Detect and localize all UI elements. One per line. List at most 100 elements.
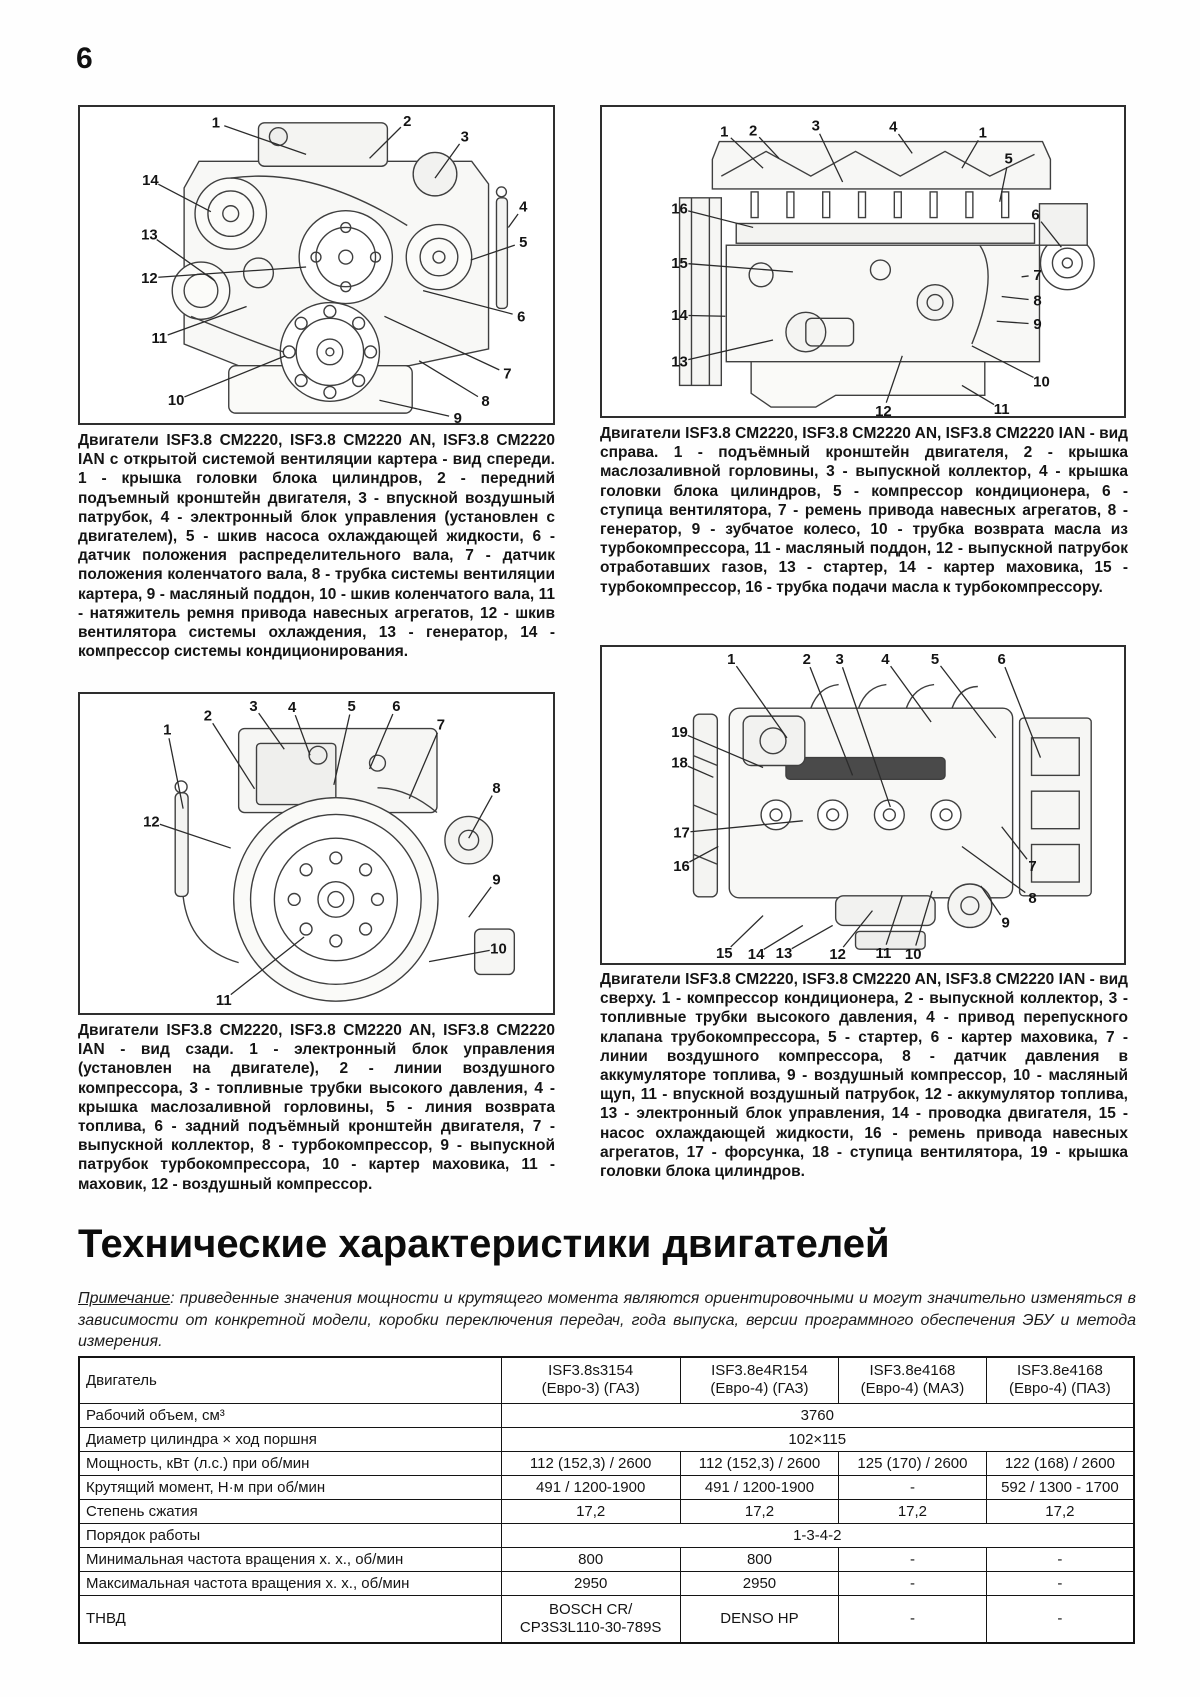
row-value: BOSCH CR/ CP3S3L110-30-789S: [500, 1594, 681, 1644]
engine-drawing-rear: [174, 727, 516, 1002]
callout-number: 14: [671, 308, 688, 324]
callout-number: 12: [829, 947, 846, 963]
table-row: Максимальная частота вращения х. х., об/…: [78, 1570, 1135, 1596]
engine-model: ISF3.8e4R154: [711, 1362, 808, 1380]
callout-number: 2: [403, 114, 411, 130]
callout-leader-line: [735, 665, 788, 739]
row-label: ТНВД: [78, 1594, 502, 1644]
table-row: Порядок работы 1-3-4-2: [78, 1522, 1135, 1548]
callout-number: 15: [671, 256, 688, 272]
callout-leader-line: [258, 712, 285, 750]
callout-leader-line: [841, 667, 891, 808]
callout-leader-line: [961, 845, 1026, 894]
table-row: Мощность, кВт (л.с.) при об/мин 112 (152…: [78, 1450, 1135, 1476]
callout-leader-line: [408, 732, 439, 799]
callout-leader-line: [1004, 666, 1042, 758]
callout-leader-line: [885, 895, 903, 945]
callout-leader-line: [368, 713, 394, 770]
row-value: -: [985, 1546, 1135, 1572]
callout-leader-line: [212, 722, 256, 790]
callout-number: 3: [461, 130, 469, 146]
row-value: -: [985, 1594, 1135, 1644]
callout-leader-line: [890, 665, 932, 723]
callout-leader-line: [730, 915, 764, 948]
engine-column-4: ISF3.8e4168 (Евро-4) (ПАЗ): [985, 1356, 1135, 1404]
callout-leader-line: [158, 183, 212, 213]
engine-model: ISF3.8e4168: [869, 1362, 956, 1380]
row-value: 17,2: [500, 1498, 681, 1524]
callout-leader-line: [168, 738, 184, 809]
row-value: DENSO HP: [679, 1594, 840, 1644]
fan-pulley: [298, 209, 394, 305]
table-row: Крутящий момент, Н·м при об/мин 491 / 12…: [78, 1474, 1135, 1500]
engine-model: ISF3.8e4168: [1016, 1362, 1103, 1380]
callout-number: 8: [492, 781, 500, 797]
ac-compressor: [194, 177, 268, 250]
callout-number: 12: [141, 271, 158, 287]
callout-leader-line: [422, 290, 513, 315]
callout-leader-line: [428, 949, 490, 963]
callout-number: 2: [803, 652, 811, 668]
callout-leader-line: [1001, 826, 1028, 860]
fan: [692, 713, 719, 898]
callout-number: 12: [875, 404, 892, 416]
starter-top: [947, 883, 993, 929]
engine-spec: (Евро-4) (МАЗ): [860, 1380, 965, 1398]
callout-leader-line: [842, 910, 873, 948]
row-label: Максимальная частота вращения х. х., об/…: [78, 1570, 502, 1596]
callout-leader-line: [996, 320, 1029, 325]
callout-leader-line: [961, 384, 995, 406]
callout-leader-line: [687, 765, 714, 778]
engine-drawing-right: [678, 140, 1095, 408]
callout-leader-line: [885, 355, 903, 403]
callout-leader-line: [688, 263, 793, 273]
callout-number: 9: [1002, 915, 1010, 931]
spec-table: Двигатель ISF3.8s3154 (Евро-3) (ГАЗ) ISF…: [78, 1356, 1135, 1644]
callout-number: 15: [716, 946, 733, 962]
row-value: 112 (152,3) / 2600: [500, 1450, 681, 1476]
table-row: ТНВД BOSCH CR/ CP3S3L110-30-789S DENSO H…: [78, 1594, 1135, 1644]
tnvd-line2: CP3S3L110-30-789S: [519, 1618, 662, 1636]
callout-number: 2: [749, 124, 757, 140]
callout-number: 4: [881, 652, 890, 668]
callout-number: 8: [481, 394, 489, 410]
section-title: Технические характеристики двигателей: [78, 1222, 890, 1266]
callout-leader-line: [230, 936, 305, 996]
callout-leader-line: [819, 133, 844, 183]
header-label: Двигатель: [78, 1356, 502, 1404]
callout-number: 11: [875, 946, 891, 962]
figure-caption-rear: Двигатели ISF3.8 CM2220, ISF3.8 CM2220 A…: [78, 1022, 555, 1193]
row-value: 592 / 1300 - 1700: [985, 1474, 1135, 1500]
row-value-span: 102×115: [500, 1426, 1135, 1452]
callout-number: 4: [889, 120, 898, 136]
turbocharger-rear: [444, 815, 494, 865]
figure-caption-top: Двигатели ISF3.8 CM2220, ISF3.8 CM2220 A…: [600, 971, 1128, 1181]
callout-number: 6: [517, 309, 525, 325]
table-row: Степень сжатия 17,2 17,2 17,2 17,2: [78, 1498, 1135, 1524]
callout-number: 2: [204, 709, 212, 725]
callout-number: 7: [437, 718, 445, 734]
callout-leader-line: [730, 137, 764, 169]
callout-leader-line: [369, 126, 402, 159]
callout-number: 6: [392, 699, 400, 715]
row-value: 491 / 1200-1900: [500, 1474, 681, 1500]
engine-spec: (Евро-4) (ГАЗ): [710, 1380, 809, 1398]
callout-leader-line: [1021, 275, 1029, 278]
callout-number: 14: [142, 173, 159, 189]
row-label: Степень сжатия: [78, 1498, 502, 1524]
callout-leader-line: [167, 305, 247, 336]
callout-number: 16: [671, 202, 688, 218]
row-value: 125 (170) / 2600: [838, 1450, 987, 1476]
water-pump-pulley: [405, 223, 473, 291]
callout-number: 1: [163, 723, 171, 739]
callout-leader-line: [980, 885, 1002, 916]
callout-number: 9: [454, 411, 462, 423]
callout-number: 17: [673, 826, 690, 842]
callout-number: 6: [998, 652, 1006, 668]
valve-cover-label: [785, 756, 946, 781]
callout-leader-line: [156, 239, 216, 282]
callout-number: 13: [776, 946, 793, 962]
note-label: Примечание: [78, 1290, 171, 1307]
